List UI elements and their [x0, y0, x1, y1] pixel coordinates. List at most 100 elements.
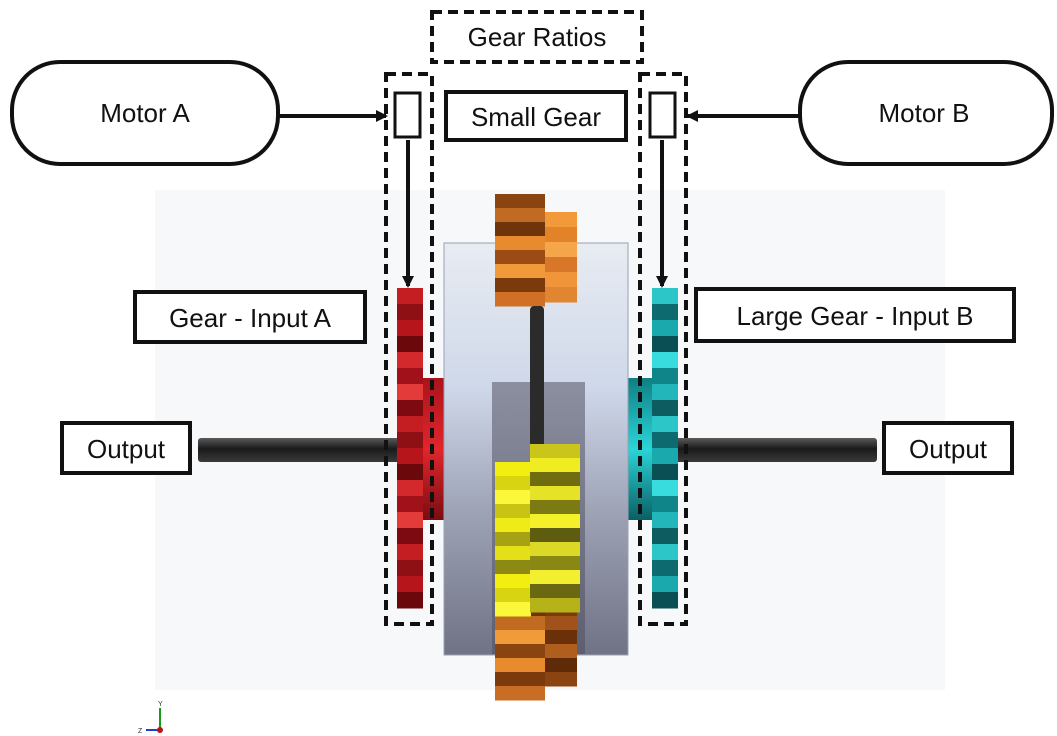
yellow-right-tooth — [530, 528, 580, 543]
yellow-right-tooth — [530, 542, 580, 557]
small-gear-a-icon — [393, 91, 422, 139]
teal-gear-tooth — [652, 448, 678, 465]
yellow-right-tooth — [530, 472, 580, 487]
gear-input-a-label-box — [133, 290, 367, 344]
red-gear-tooth — [397, 464, 423, 481]
yellow-right-tooth — [530, 556, 580, 571]
gear-ratios-label-box — [430, 10, 644, 64]
small-gear-label-box — [444, 90, 628, 142]
motor-a-block — [10, 60, 280, 166]
output-right-label: Output — [909, 434, 988, 464]
orange-top-side-tooth — [545, 287, 577, 303]
orange-bottom-tooth — [495, 630, 545, 645]
red-gear-tooth — [397, 576, 423, 593]
teal-gear-tooth — [652, 464, 678, 481]
orange-bottom-tooth — [495, 672, 545, 687]
small-gear-b-icon — [648, 91, 677, 139]
teal-gear-tooth — [652, 576, 678, 593]
yellow-left-tooth — [495, 476, 531, 491]
output-left-label: Output — [87, 434, 166, 464]
output-shaft-right — [672, 438, 877, 462]
orange-bottom-tooth — [495, 658, 545, 673]
red-gear-tooth — [397, 416, 423, 433]
motor-a-label: Motor A — [100, 98, 190, 128]
teal-gear-tooth — [652, 544, 678, 561]
yellow-left-tooth — [495, 518, 531, 533]
output-left-label-box — [60, 421, 192, 475]
yellow-left-tooth — [495, 546, 531, 561]
orange-bottom-side-tooth — [545, 672, 577, 687]
orange-top-tooth — [495, 194, 545, 209]
teal-gear-tooth — [652, 288, 678, 305]
orange-spider-gear-bottom — [495, 602, 577, 701]
orange-bottom-side-tooth — [545, 630, 577, 645]
orange-top-tooth — [495, 292, 545, 307]
yellow-left-tooth — [495, 504, 531, 519]
yellow-right-tooth — [530, 458, 580, 473]
red-gear-tooth — [397, 368, 423, 385]
orange-top-tooth — [495, 264, 545, 279]
red-gear-tooth — [397, 400, 423, 417]
orange-top-tooth — [495, 236, 545, 251]
teal-gear-tooth — [652, 528, 678, 545]
teal-gear-tooth — [652, 352, 678, 369]
yellow-left-tooth — [495, 532, 531, 547]
yellow-right-tooth — [530, 500, 580, 515]
red-gear-tooth — [397, 592, 423, 609]
orange-top-tooth — [495, 250, 545, 265]
teal-gear-tooth — [652, 416, 678, 433]
teal-gear-tooth — [652, 432, 678, 449]
orange-bottom-tooth — [495, 686, 545, 701]
teal-gear-tooth — [652, 336, 678, 353]
red-gear-tooth — [397, 432, 423, 449]
motor-b-block — [798, 60, 1054, 166]
orange-top-side-tooth — [545, 272, 577, 288]
yellow-right-tooth — [530, 514, 580, 529]
red-gear-tooth — [397, 352, 423, 369]
teal-input-gear-b — [652, 288, 678, 609]
orange-top-side-tooth — [545, 242, 577, 258]
yellow-left-tooth — [495, 574, 531, 589]
teal-gear-tooth — [652, 384, 678, 401]
orange-bottom-side-tooth — [545, 616, 577, 631]
red-gear-tooth — [397, 560, 423, 577]
teal-gear-tooth — [652, 496, 678, 513]
red-gear-tooth — [397, 448, 423, 465]
large-gear-input-b-label: Large Gear - Input B — [736, 301, 973, 331]
red-gear-tooth — [397, 336, 423, 353]
yellow-side-gear — [495, 444, 580, 617]
red-gear-tooth — [397, 512, 423, 529]
red-gear-tooth — [397, 480, 423, 497]
red-gear-tooth — [397, 320, 423, 337]
orange-top-side-tooth — [545, 257, 577, 273]
spider-gear-shaft — [530, 306, 544, 456]
yellow-right-tooth — [530, 486, 580, 501]
orange-top-tooth — [495, 208, 545, 223]
orange-bottom-side-tooth — [545, 644, 577, 659]
orange-top-side-tooth — [545, 212, 577, 228]
output-shaft-left — [198, 438, 403, 462]
yellow-left-tooth — [495, 462, 531, 477]
axis-z-label: Z — [138, 728, 143, 735]
teal-gear-tooth — [652, 400, 678, 417]
teal-gear-tooth — [652, 320, 678, 337]
yellow-left-tooth — [495, 490, 531, 505]
axis-triad-icon: Y Z — [138, 701, 163, 735]
teal-gear-tooth — [652, 560, 678, 577]
teal-gear-tooth — [652, 368, 678, 385]
teal-gear-tooth — [652, 304, 678, 321]
gear-ratio-bracket-left — [384, 72, 434, 626]
red-gear-tooth — [397, 528, 423, 545]
output-right-label-box — [882, 421, 1014, 475]
yellow-left-tooth — [495, 588, 531, 603]
red-gear-tooth — [397, 288, 423, 305]
orange-bottom-side-tooth — [545, 658, 577, 673]
red-gear-tooth — [397, 544, 423, 561]
red-gear-tooth — [397, 496, 423, 513]
teal-gear-tooth — [652, 512, 678, 529]
small-gear-label: Small Gear — [471, 102, 601, 132]
yellow-right-tooth — [530, 570, 580, 585]
orange-spider-gear-top — [495, 194, 577, 307]
teal-gear-tooth — [652, 480, 678, 497]
